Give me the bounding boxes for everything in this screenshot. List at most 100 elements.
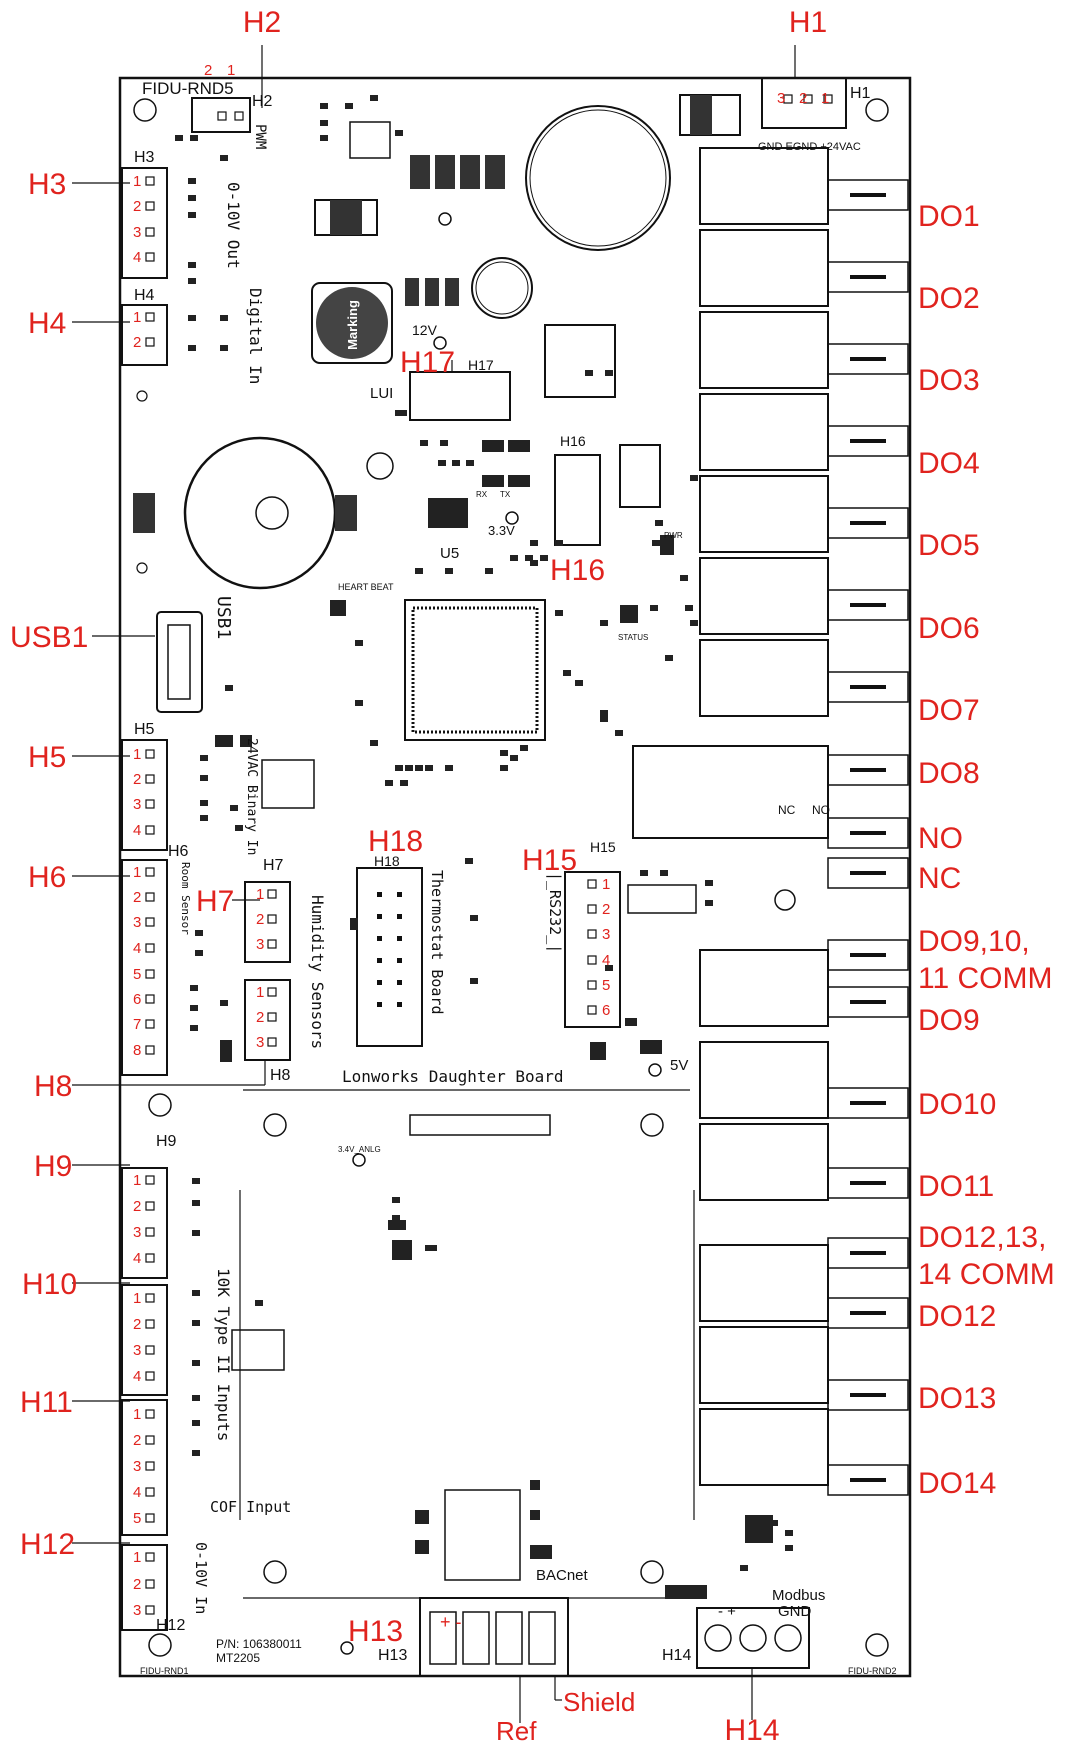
callout-h12: H12 (20, 1528, 75, 1561)
gnd-label: GND (778, 1603, 812, 1620)
h13-plus-minus: + - (440, 1612, 462, 1632)
svg-text:H5: H5 (134, 721, 155, 738)
thermostat-board-label: Thermostat Board (428, 870, 446, 1015)
svg-text:2: 2 (133, 889, 141, 906)
svg-text:HEART BEAT: HEART BEAT (338, 582, 394, 592)
svg-text:1: 1 (821, 90, 829, 107)
svg-text:2: 2 (133, 1316, 141, 1333)
svg-text:H9: H9 (156, 1133, 177, 1150)
h14-polarity: - + (718, 1603, 736, 1620)
svg-text:7: 7 (133, 1016, 141, 1033)
svg-text:STATUS: STATUS (618, 633, 648, 642)
h15-connector (564, 871, 621, 1028)
callout-do9: DO9 (918, 1004, 980, 1037)
svg-text:6: 6 (602, 1002, 610, 1019)
svg-text:4: 4 (133, 249, 141, 266)
svg-text:4: 4 (133, 1484, 141, 1501)
svg-text:2: 2 (133, 1432, 141, 1449)
capacitor-c9 (471, 257, 533, 319)
svg-text:3: 3 (133, 1458, 141, 1475)
callout-h4: H4 (28, 307, 66, 340)
svg-text:3: 3 (256, 936, 264, 953)
svg-text:3: 3 (133, 1224, 141, 1241)
callout-h8: H8 (34, 1070, 72, 1103)
svg-text:TX: TX (500, 490, 511, 499)
svg-text:H14: H14 (662, 1647, 691, 1664)
callout-do14: DO14 (918, 1467, 996, 1500)
svg-text:NC: NC (778, 803, 796, 817)
mount-hole-m2 (865, 98, 889, 122)
rs232-label: |_RS232_| (546, 872, 564, 953)
svg-text:H16: H16 (560, 433, 586, 449)
callout-do9-10-11-line2: 11 COMM (918, 962, 1052, 995)
callout-h5: H5 (28, 741, 66, 774)
svg-text:1: 1 (256, 984, 264, 1001)
callout-h14: H14 (724, 1714, 779, 1743)
callout-h17: H17 (400, 346, 455, 379)
callout-h16: H16 (550, 554, 605, 587)
svg-text:2: 2 (133, 1576, 141, 1593)
room-sensor-label: Room Sensor (179, 862, 192, 935)
svg-text:H7: H7 (263, 857, 284, 874)
silkscreen: FIDU-RND5 H2 PWM H1 GND EGND +24VAC H3 H… (134, 79, 897, 1676)
callout-do8: DO8 (918, 757, 980, 790)
svg-text:2: 2 (256, 911, 264, 928)
svg-text:4: 4 (133, 1250, 141, 1267)
v5-label: 5V (670, 1057, 688, 1074)
inductor-l1 (311, 282, 393, 364)
svg-text:FIDU-RND1: FIDU-RND1 (140, 1666, 189, 1676)
svg-text:1: 1 (133, 1549, 141, 1566)
callout-ref: Ref (496, 1716, 537, 1743)
smd-components (175, 95, 793, 1599)
svg-text:3: 3 (133, 1602, 141, 1619)
svg-text:PWR: PWR (664, 531, 683, 540)
pwm-label: PWM (252, 124, 268, 149)
svg-text:H12: H12 (156, 1617, 185, 1634)
usb1-silk-label: USB1 (213, 596, 234, 639)
svg-text:2: 2 (256, 1009, 264, 1026)
mount-hole-m4 (148, 1093, 172, 1117)
callout-h11: H11 (20, 1386, 73, 1419)
svg-text:2: 2 (204, 62, 212, 79)
h14-terminal-block (696, 1607, 810, 1669)
callout-do13: DO13 (918, 1382, 996, 1415)
out-0-10v-label: 0-10V Out (224, 182, 243, 269)
mount-hole-m5 (148, 1633, 172, 1657)
callout-do4: DO4 (918, 447, 980, 480)
callout-h3: H3 (28, 168, 66, 201)
callout-do1: DO1 (918, 200, 980, 233)
svg-text:1: 1 (133, 864, 141, 881)
svg-text:H8: H8 (270, 1067, 291, 1084)
svg-text:H17: H17 (468, 357, 494, 373)
svg-text:5: 5 (602, 977, 610, 994)
svg-text:3: 3 (602, 926, 610, 943)
callout-do2: DO2 (918, 282, 980, 315)
callout-do9-10-11-line1: DO9,10, (918, 925, 1030, 958)
svg-text:4: 4 (133, 822, 141, 839)
u5-label: U5 (440, 545, 459, 562)
marking-text: Marking (345, 300, 360, 350)
binary-in-label: 24VAC Binary In (244, 738, 259, 855)
svg-text:8: 8 (133, 1042, 141, 1059)
callout-h18: H18 (368, 825, 423, 858)
svg-text:1: 1 (602, 876, 610, 893)
callout-usb1: USB1 (10, 621, 88, 654)
v12-label: 12V (412, 322, 438, 338)
callout-do3: DO3 (918, 364, 980, 397)
h13-terminal-block (419, 1597, 569, 1677)
inputs-10k-label: 10K Type II Inputs (214, 1268, 233, 1441)
callout-h1: H1 (789, 6, 827, 39)
callout-h2: H2 (243, 6, 281, 39)
mount-hole-m6 (865, 1633, 889, 1657)
callout-do12-13-14-line2: 14 COMM (918, 1258, 1055, 1291)
svg-text:2: 2 (133, 334, 141, 351)
callout-h10: H10 (22, 1268, 77, 1301)
svg-text:2: 2 (602, 901, 610, 918)
svg-text:H4: H4 (134, 287, 155, 304)
h16-connector (554, 454, 601, 546)
svg-text:2: 2 (133, 1198, 141, 1215)
v33-label: 3.3V (488, 523, 515, 538)
humidity-sensors-label: Humidity Sensors (308, 895, 327, 1049)
mount-hole-m3 (774, 889, 796, 911)
